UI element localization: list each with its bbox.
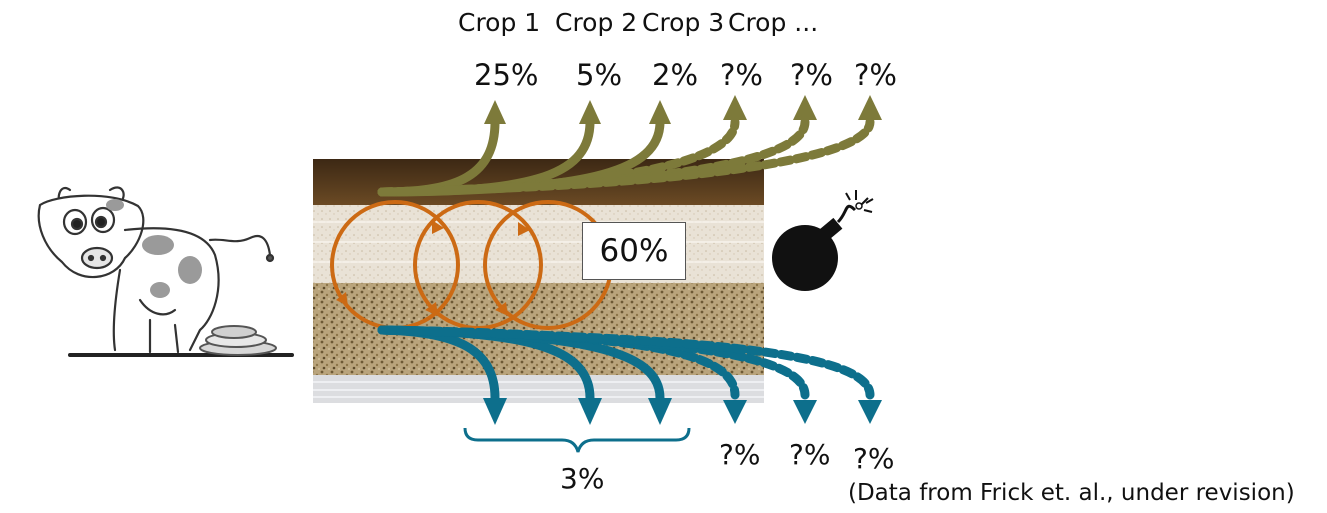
recycling-arrowheads (336, 220, 530, 316)
source-note: (Data from Frick et. al., under revision… (848, 480, 1295, 506)
uptake-arrows (377, 117, 875, 197)
recycling-loop-2 (413, 200, 543, 330)
uptake-pct-crop1: 25% (474, 58, 539, 92)
leaching-arrow-unknown-3 (377, 325, 875, 400)
crop-title-2: Crop 2 (555, 8, 638, 37)
crop-title-more: Crop ... (728, 8, 819, 37)
recycling-pct-label: 60% (582, 222, 686, 280)
uptake-pct-unknown-3: ?% (854, 58, 897, 92)
crop-title-1: Crop 1 (458, 8, 541, 37)
uptake-arrowheads (484, 95, 882, 124)
cow-icon (37, 186, 294, 357)
leaching-pct-unknown-1: ?% (719, 438, 761, 471)
leaching-pct-measured: 3% (560, 462, 605, 495)
uptake-pct-crop3: 2% (652, 58, 699, 92)
uptake-pct-unknown-1: ?% (720, 58, 763, 92)
leaching-arrows (377, 325, 875, 403)
uptake-arrow-unknown-3 (377, 117, 875, 197)
uptake-pct-crop2: 5% (576, 58, 623, 92)
leaching-arrowheads (483, 398, 882, 425)
bomb-icon (772, 190, 874, 291)
uptake-pct-unknown-2: ?% (790, 58, 833, 92)
leaching-pct-unknown-2: ?% (789, 438, 831, 471)
bedrock-layer (313, 375, 764, 403)
leaching-brace (463, 427, 691, 453)
manure-pile-icon (199, 325, 277, 356)
leaching-pct-unknown-3: ?% (853, 442, 895, 475)
crop-title-3: Crop 3 (642, 8, 725, 37)
